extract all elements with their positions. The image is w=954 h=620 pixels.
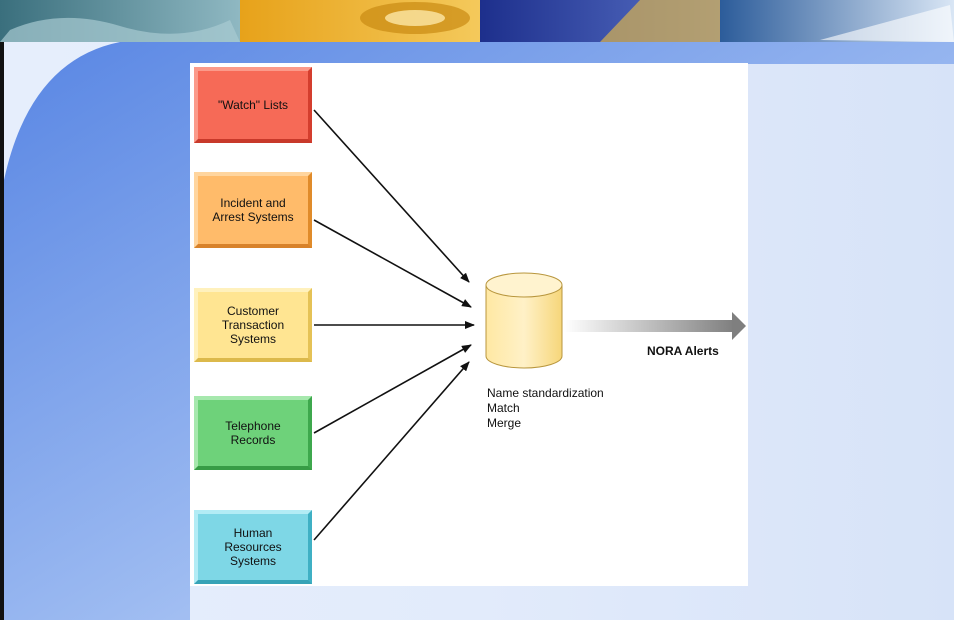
output-label: NORA Alerts (647, 344, 719, 358)
hub-process-caption: Name standardization Match Merge (487, 386, 604, 431)
source-human-resources-systems: Human Resources Systems (194, 510, 312, 584)
slide-left-border (0, 42, 4, 620)
source-customer-transaction-systems: Customer Transaction Systems (194, 288, 312, 362)
header-banner-image (0, 0, 954, 42)
hub-step-merge: Merge (487, 416, 522, 430)
source-incident-arrest-systems: Incident and Arrest Systems (194, 172, 312, 248)
hub-step-match: Match (487, 401, 520, 415)
source-telephone-records: Telephone Records (194, 396, 312, 470)
hub-step-name-standardization: Name standardization (487, 386, 604, 400)
source-watch-lists: "Watch" Lists (194, 67, 312, 143)
